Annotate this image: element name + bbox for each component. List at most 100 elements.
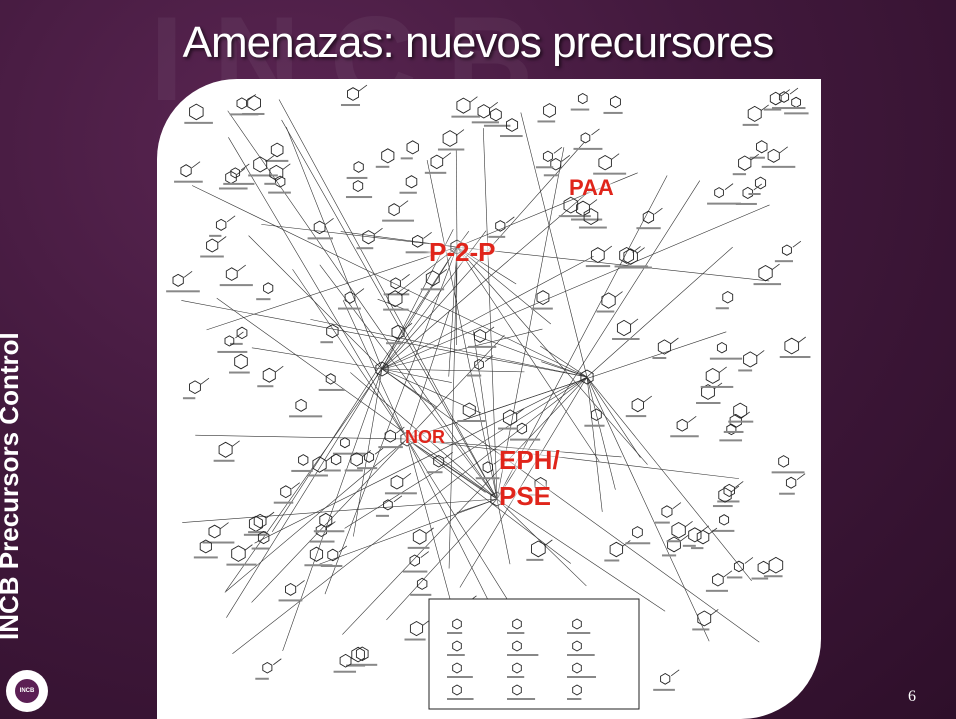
reaction-arrow — [760, 104, 769, 112]
reaction-arrow — [226, 215, 236, 223]
compound-caption — [243, 533, 268, 536]
reaction-arrow — [235, 331, 244, 339]
reaction-arrow — [544, 539, 553, 547]
reaction-arrow — [456, 246, 600, 462]
reaction-arrow — [224, 438, 408, 593]
compound-caption — [719, 439, 743, 442]
reaction-arrow — [520, 112, 588, 378]
benzene-ring-icon — [353, 161, 364, 173]
compound-caption — [779, 356, 811, 359]
benzene-ring-icon — [199, 539, 212, 554]
reaction-arrow — [586, 376, 710, 642]
benzene-ring-icon — [632, 526, 643, 539]
reaction-arrow — [402, 472, 412, 480]
compound-caption — [447, 632, 463, 634]
benzene-ring-icon — [452, 640, 462, 652]
benzene-ring-icon — [387, 290, 403, 308]
reaction-arrow — [248, 235, 383, 370]
benzene-ring-icon — [236, 326, 248, 340]
reaction-arrow — [251, 438, 408, 603]
compound-caption — [273, 501, 294, 504]
benzene-ring-icon — [778, 455, 790, 468]
benzene-ring-icon — [462, 402, 476, 418]
reaction-arrow — [406, 331, 727, 440]
reaction-arrow — [456, 498, 498, 514]
compound-caption — [226, 563, 257, 566]
reaction-arrow — [282, 163, 291, 171]
reaction-arrow — [381, 204, 770, 370]
reaction-arrow — [381, 187, 594, 370]
compound-caption — [424, 171, 447, 174]
benzene-ring-icon — [231, 545, 246, 562]
compound-caption — [378, 446, 403, 449]
compound-caption — [570, 108, 590, 111]
compound-caption — [578, 226, 607, 229]
benzene-ring-icon — [712, 573, 724, 587]
compound-caption — [707, 202, 741, 205]
benzene-ring-icon — [405, 175, 418, 189]
benzene-ring-icon — [430, 154, 444, 170]
benzene-ring-icon — [719, 514, 730, 526]
reaction-arrow — [292, 269, 408, 440]
benzene-ring-icon — [381, 148, 395, 164]
benzene-ring-icon — [218, 441, 233, 458]
compound-caption — [507, 698, 536, 700]
benzene-ring-icon — [285, 582, 297, 596]
benzene-ring-icon — [516, 422, 528, 435]
benzene-ring-icon — [315, 524, 327, 538]
compound-caption — [771, 107, 806, 110]
compound-caption — [324, 469, 341, 472]
benzene-ring-icon — [747, 105, 762, 122]
compound-caption — [475, 477, 500, 480]
compound-caption — [735, 202, 757, 205]
reaction-arrow — [358, 84, 368, 92]
compound-caption — [558, 215, 591, 218]
compound-caption — [332, 452, 366, 455]
compound-caption — [174, 180, 203, 183]
label-paa: PAA — [569, 175, 614, 200]
benzene-ring-icon — [340, 437, 350, 449]
reaction-arrow — [393, 495, 403, 503]
reaction-arrow — [496, 147, 565, 500]
reaction-arrow — [206, 246, 458, 331]
compound-caption — [771, 471, 805, 474]
reaction-arrow — [718, 366, 727, 374]
reaction-arrow — [381, 368, 525, 373]
reaction-arrow — [406, 310, 450, 440]
benzene-ring-icon — [769, 91, 782, 106]
reaction-arrow — [781, 89, 790, 96]
reaction-arrow — [231, 440, 240, 448]
reaction-arrow — [406, 334, 505, 440]
benzene-ring-icon — [313, 220, 326, 235]
benzene-ring-icon — [295, 398, 307, 412]
compound-caption — [340, 104, 361, 107]
compound-caption — [219, 284, 253, 287]
compound-caption — [404, 638, 426, 641]
benzene-ring-icon — [406, 140, 419, 155]
compound-caption — [184, 121, 213, 124]
reaction-arrow — [406, 438, 666, 612]
reaction-arrow — [553, 146, 563, 154]
compound-caption — [468, 345, 497, 348]
reaction-arrow — [610, 153, 620, 160]
compound-caption — [761, 165, 796, 168]
compound-caption — [690, 547, 704, 550]
benzene-ring-icon — [412, 528, 427, 545]
benzene-ring-icon — [767, 148, 780, 163]
reaction-arrow — [708, 527, 718, 535]
benzene-ring-icon — [536, 290, 550, 306]
benzene-ring-icon — [572, 640, 582, 652]
benzene-ring-icon — [247, 95, 261, 111]
reaction-arrow — [426, 160, 498, 500]
reaction-arrow — [771, 263, 780, 271]
compound-caption — [217, 350, 248, 353]
compound-caption — [696, 401, 721, 404]
compound-caption — [654, 521, 670, 524]
reaction-arrow — [296, 580, 305, 587]
benzene-ring-icon — [409, 554, 420, 567]
compound-caption — [666, 540, 681, 543]
reaction-arrow — [181, 300, 588, 378]
compound-caption — [753, 283, 782, 286]
reaction-arrow — [455, 149, 458, 248]
benzene-ring-icon — [572, 684, 582, 696]
